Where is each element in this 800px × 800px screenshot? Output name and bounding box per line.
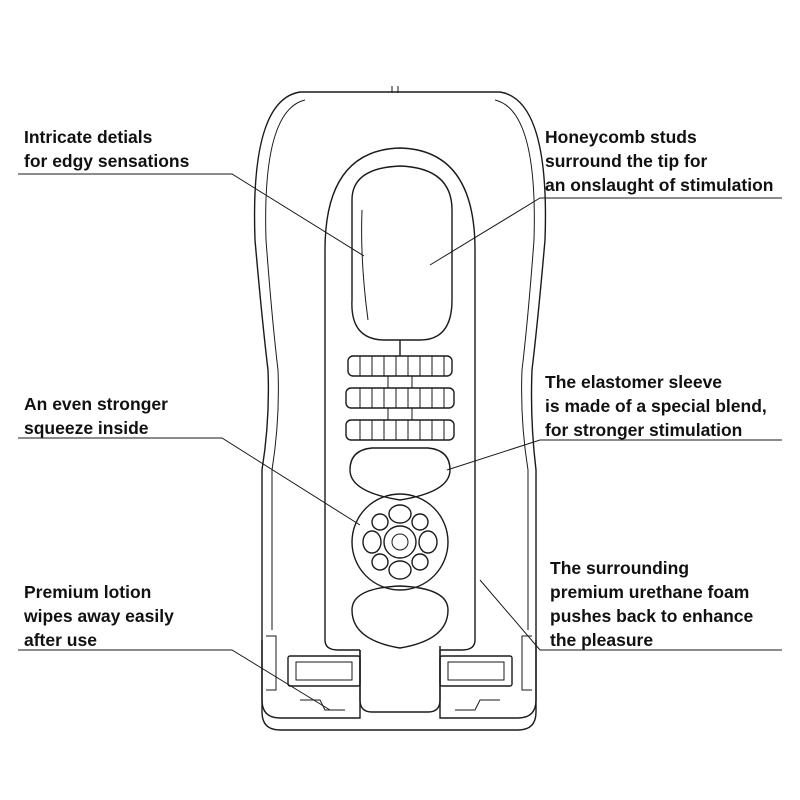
callout-edgy-details: Intricate detials for edgy sensations bbox=[24, 125, 189, 173]
callout-line: The surrounding bbox=[550, 558, 690, 578]
callout-line: the pleasure bbox=[550, 630, 654, 650]
leader-lines bbox=[18, 173, 782, 711]
callout-line: premium urethane foam bbox=[550, 582, 750, 602]
callout-line: An even stronger bbox=[24, 394, 168, 414]
callout-line: pushes back to enhance bbox=[550, 606, 754, 626]
hatched-chamber bbox=[349, 447, 451, 501]
leader-elastomer bbox=[446, 439, 782, 471]
callout-line: an onslaught of stimulation bbox=[545, 175, 774, 195]
bottom-chamber bbox=[351, 585, 449, 649]
outer-shell bbox=[253, 91, 547, 731]
leader-edgy bbox=[18, 173, 365, 257]
outer-shell-inner bbox=[265, 99, 306, 630]
callout-elastomer-sleeve: The elastomer sleeve is made of a specia… bbox=[545, 370, 767, 442]
leader-foam bbox=[479, 579, 782, 651]
inner-cavity bbox=[324, 147, 476, 651]
callout-premium-lotion: Premium lotion wipes away easily after u… bbox=[24, 580, 174, 652]
callout-line: surround the tip for bbox=[545, 151, 708, 171]
squeeze-chamber bbox=[351, 493, 449, 591]
leader-honeycomb bbox=[429, 197, 782, 266]
leader-lotion bbox=[18, 649, 331, 711]
callout-line: after use bbox=[24, 630, 97, 650]
ribbed-rings bbox=[345, 340, 455, 441]
callout-honeycomb-studs: Honeycomb studs surround the tip for an … bbox=[545, 125, 773, 197]
leader-squeeze bbox=[18, 437, 361, 526]
callout-line: The elastomer sleeve bbox=[545, 372, 723, 392]
callout-line: wipes away easily bbox=[24, 606, 174, 626]
callout-stronger-squeeze: An even stronger squeeze inside bbox=[24, 392, 168, 440]
callout-line: for stronger stimulation bbox=[545, 420, 743, 440]
callout-line: Premium lotion bbox=[24, 582, 152, 602]
callout-line: squeeze inside bbox=[24, 418, 149, 438]
callout-urethane-foam: The surrounding premium urethane foam pu… bbox=[550, 556, 753, 652]
tip-studs-region bbox=[351, 165, 453, 341]
callout-line: Intricate detials bbox=[24, 127, 153, 147]
callout-line: for edgy sensations bbox=[24, 151, 190, 171]
callout-line: Honeycomb studs bbox=[545, 127, 697, 147]
callout-line: is made of a special blend, bbox=[545, 396, 767, 416]
